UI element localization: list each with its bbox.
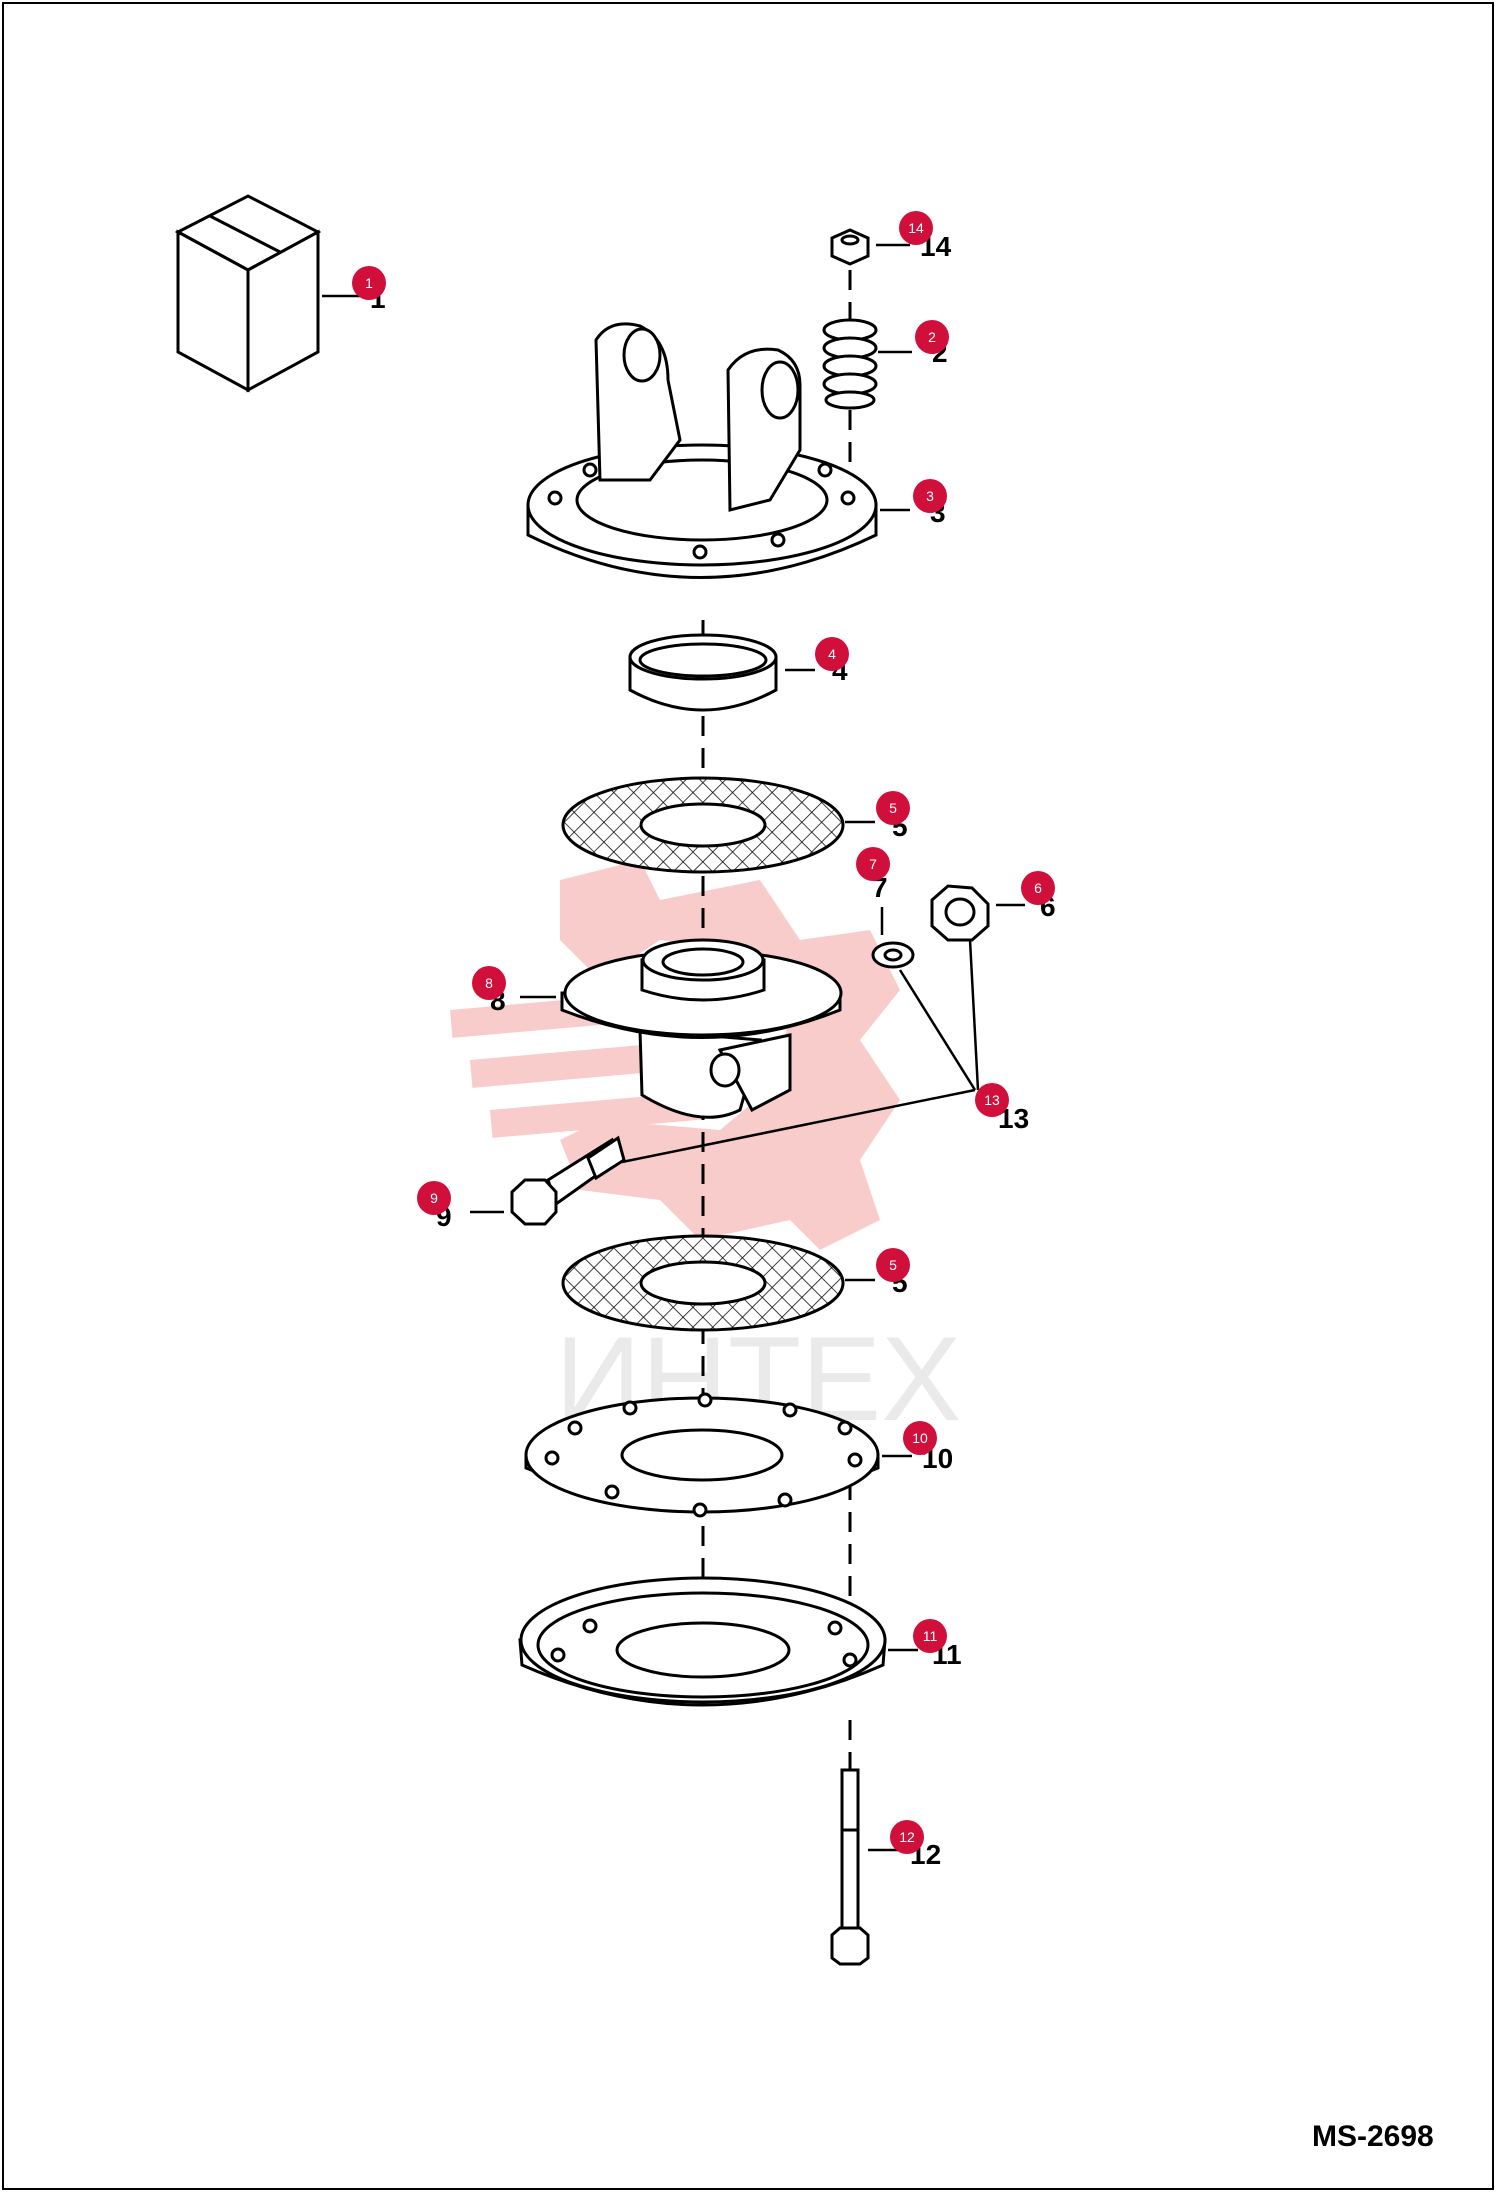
- part-nut-small: [830, 228, 870, 266]
- part-retainer-cup: [518, 1576, 887, 1707]
- callout-3[interactable]: 3: [913, 479, 947, 513]
- svg-text:5: 5: [889, 1257, 897, 1273]
- part-yoke-flange: [526, 322, 878, 579]
- part-friction-disc-upper: [561, 776, 845, 874]
- callout-10[interactable]: 10: [903, 1421, 937, 1455]
- callout-4[interactable]: 4: [815, 637, 849, 671]
- svg-text:2: 2: [928, 329, 936, 345]
- callout-7[interactable]: 7: [856, 847, 890, 881]
- svg-text:3: 3: [926, 488, 934, 504]
- svg-text:13: 13: [984, 1092, 1000, 1108]
- svg-text:6: 6: [1034, 880, 1042, 896]
- svg-text:8: 8: [485, 975, 493, 991]
- callout-14[interactable]: 14: [899, 211, 933, 245]
- part-long-bolt: [830, 1768, 870, 1966]
- svg-text:4: 4: [828, 646, 836, 662]
- part-lock-nut: [930, 884, 990, 942]
- callout-1[interactable]: 1: [352, 266, 386, 300]
- svg-text:14: 14: [908, 220, 924, 236]
- part-washer: [871, 941, 915, 969]
- callout-13[interactable]: 13: [975, 1083, 1009, 1117]
- diagram-reference-code: MS-2698: [1312, 2120, 1434, 2153]
- part-hex-bolt: [510, 1135, 626, 1226]
- part-hub: [560, 938, 843, 1119]
- part-friction-disc-lower: [561, 1234, 845, 1332]
- part-gasket-plate: [524, 1392, 880, 1518]
- callout-markers: 1 2 3 4 5 6 7 8 9 5 10 11 12 13 14: [352, 211, 1055, 1854]
- callout-2[interactable]: 2: [915, 320, 949, 354]
- callout-9[interactable]: 9: [417, 1181, 451, 1215]
- callout-8[interactable]: 8: [472, 966, 506, 1000]
- part-spring: [822, 318, 878, 410]
- svg-text:1: 1: [365, 275, 373, 291]
- svg-text:11: 11: [923, 1628, 938, 1644]
- part-bearing-ring: [628, 633, 778, 712]
- svg-text:5: 5: [889, 800, 897, 816]
- callout-5b[interactable]: 5: [876, 1248, 910, 1282]
- svg-text:10: 10: [912, 1430, 928, 1446]
- leader-lines: [322, 243, 1025, 1852]
- svg-text:7: 7: [869, 856, 877, 872]
- svg-text:9: 9: [430, 1190, 438, 1206]
- callout-6[interactable]: 6: [1021, 871, 1055, 905]
- callout-11[interactable]: 11: [913, 1619, 947, 1653]
- callout-12[interactable]: 12: [890, 1820, 924, 1854]
- callout-5a[interactable]: 5: [876, 791, 910, 825]
- part-kit-box: [174, 194, 322, 393]
- svg-text:12: 12: [899, 1829, 915, 1845]
